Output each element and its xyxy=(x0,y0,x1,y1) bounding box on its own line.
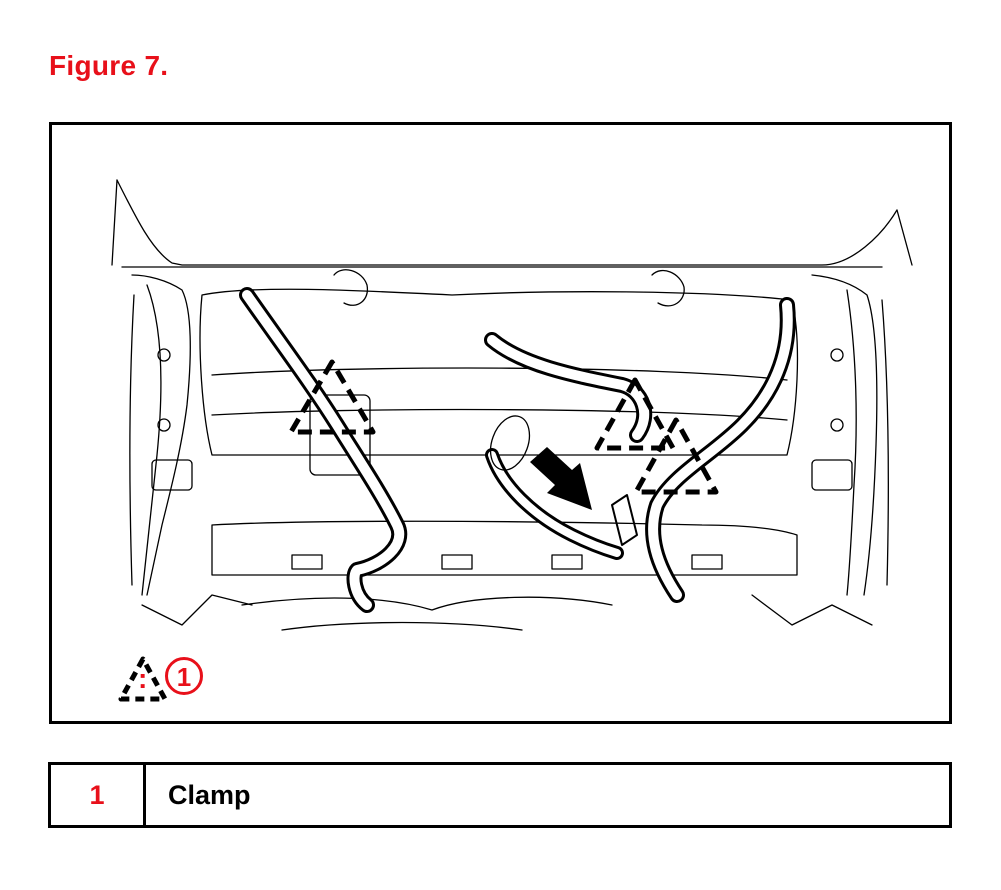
legend-callout-number: 1 xyxy=(165,657,203,695)
lower-manifold xyxy=(211,520,798,576)
key-table: 1 Clamp xyxy=(48,762,952,828)
engine-cover-outline xyxy=(116,179,898,266)
clamp-legend-triangle-icon xyxy=(118,656,168,702)
clamp-marker-3 xyxy=(633,417,719,495)
clamp-marker-2 xyxy=(594,377,676,451)
left-mount xyxy=(131,274,191,596)
figure-title: Figure 7. xyxy=(49,50,169,81)
right-mount xyxy=(811,274,878,596)
engine-harness-illustration xyxy=(111,179,913,631)
key-table-row: 1 Clamp xyxy=(48,762,952,828)
clamp-marker-1 xyxy=(288,359,376,435)
key-description: Clamp xyxy=(143,762,952,828)
key-number: 1 xyxy=(48,762,146,828)
pointer-arrow xyxy=(530,447,592,510)
diagram-frame xyxy=(49,122,952,724)
center-housing xyxy=(199,288,799,456)
legend-separator: : xyxy=(138,663,148,694)
